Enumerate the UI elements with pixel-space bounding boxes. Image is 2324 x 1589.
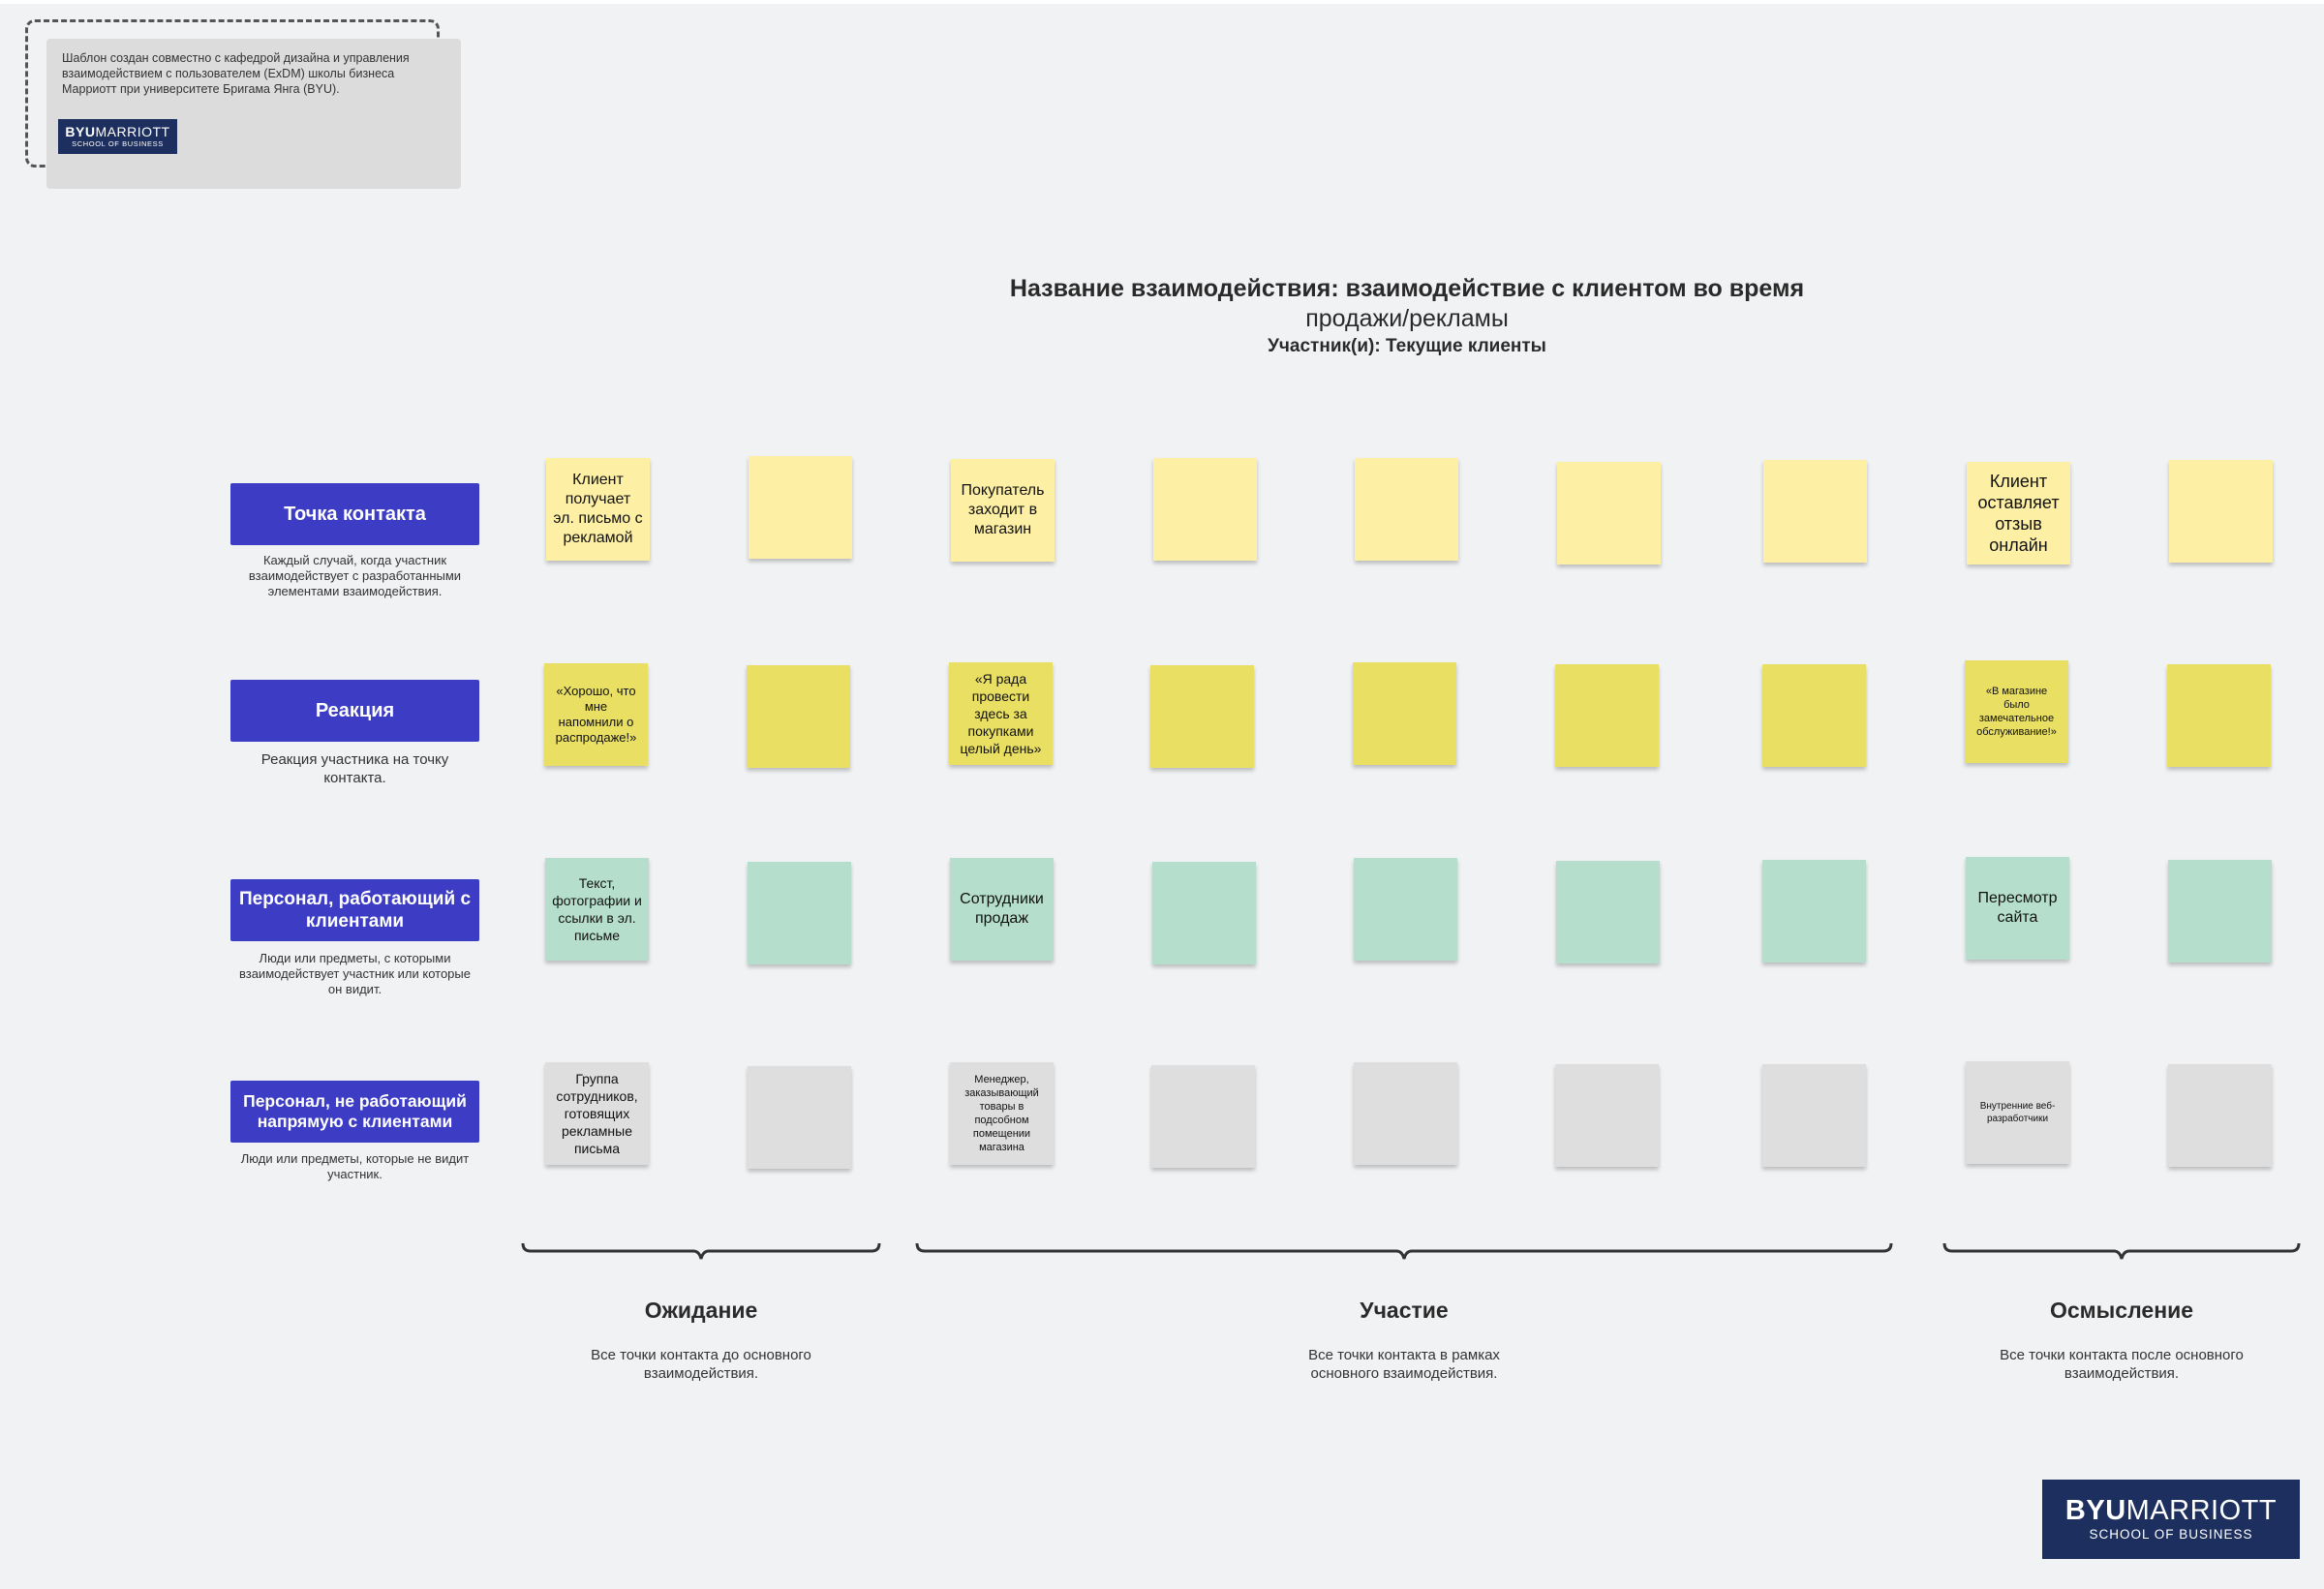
journey-title[interactable]: Название взаимодействия: взаимодействие … xyxy=(678,273,2136,360)
title-line-2: продажи/рекламы xyxy=(1305,305,1509,332)
sticky-note[interactable]: Сотрудники продаж xyxy=(950,858,1054,961)
row-label-backstage[interactable]: Персонал, не работающий напрямую с клиен… xyxy=(230,1081,479,1143)
sticky-note[interactable]: Пересмотр сайта xyxy=(1966,857,2069,960)
sticky-note[interactable] xyxy=(1354,858,1457,961)
phase-desc-engagement: Все точки контакта в рамках основного вз… xyxy=(1308,1347,1500,1382)
row-desc-touchpoint: Каждый случай, когда участник взаимодейс… xyxy=(248,553,462,598)
byu-marriott-logo: BYUMARRIOTT SCHOOL OF BUSINESS xyxy=(2042,1480,2300,1559)
sticky-note[interactable] xyxy=(1762,1064,1866,1167)
template-info-text: Шаблон создан совместно с кафедрой дизай… xyxy=(62,51,410,96)
sticky-note[interactable] xyxy=(2168,1064,2272,1167)
sticky-note[interactable] xyxy=(1556,861,1660,963)
row-desc-backstage: Люди или предметы, которые не видит учас… xyxy=(240,1151,470,1181)
phase-title-anticipation: Ожидание xyxy=(644,1298,758,1323)
byu-marriott-logo-small: BYUMARRIOTT SCHOOL OF BUSINESS xyxy=(58,119,177,154)
sticky-note[interactable] xyxy=(1557,462,1661,565)
sticky-note[interactable]: Покупатель заходит в магазин xyxy=(951,459,1055,562)
sticky-note[interactable]: «В магазине было замечательное обслужива… xyxy=(1965,660,2068,763)
sticky-note[interactable] xyxy=(1353,662,1456,765)
sticky-note[interactable] xyxy=(1152,862,1256,964)
sticky-note[interactable] xyxy=(747,665,850,768)
sticky-note[interactable] xyxy=(2168,860,2272,963)
logo-subtitle: SCHOOL OF BUSINESS xyxy=(2089,1527,2253,1542)
phase-title-reflection: Осмысление xyxy=(2049,1298,2194,1323)
sticky-note[interactable]: «Хорошо, что мне напомнили о распродаже!… xyxy=(544,663,648,766)
sticky-note[interactable] xyxy=(1763,460,1867,563)
sticky-note[interactable] xyxy=(1762,664,1866,767)
sticky-note[interactable] xyxy=(1762,860,1866,963)
sticky-note[interactable] xyxy=(2169,460,2273,563)
sticky-note[interactable]: Внутренние веб-разработчики xyxy=(1966,1061,2069,1164)
row-label-reaction[interactable]: Реакция xyxy=(230,680,479,742)
title-line-1: Название взаимодействия: взаимодействие … xyxy=(1009,275,1805,302)
phase-desc-anticipation: Все точки контакта до основного взаимоде… xyxy=(591,1347,811,1382)
logo-subtitle: SCHOOL OF BUSINESS xyxy=(72,139,164,148)
sticky-note[interactable] xyxy=(748,1066,851,1169)
sticky-note[interactable]: Текст, фотографии и ссылки в эл. письме xyxy=(545,858,649,961)
sticky-note[interactable]: Клиент получает эл. письмо с рекламой xyxy=(546,458,650,561)
participants-line: Участник(и): Текущие клиенты xyxy=(1268,336,1546,356)
phase-title-engagement: Участие xyxy=(1360,1298,1449,1323)
sticky-note[interactable] xyxy=(1555,1064,1659,1167)
phase-desc-reflection: Все точки контакта после основного взаим… xyxy=(2000,1347,2244,1382)
sticky-note[interactable]: Менеджер, заказывающий товары в подсобно… xyxy=(950,1062,1054,1165)
sticky-note[interactable] xyxy=(2167,664,2271,767)
sticky-note[interactable] xyxy=(1555,664,1659,767)
canvas-top-strip xyxy=(0,0,2324,4)
sticky-note[interactable] xyxy=(748,862,851,964)
sticky-note[interactable]: Клиент оставляет отзыв онлайн xyxy=(1967,462,2070,565)
logo-wordmark: BYUMARRIOTT xyxy=(2064,1495,2278,1526)
sticky-note[interactable] xyxy=(1151,1065,1255,1168)
sticky-note[interactable] xyxy=(1355,458,1458,561)
sticky-note[interactable] xyxy=(1150,665,1254,768)
sticky-note[interactable] xyxy=(1354,1062,1457,1165)
phase-brace-engagement xyxy=(915,1242,1893,1260)
phase-brace-anticipation xyxy=(521,1242,881,1260)
row-desc-reaction: Реакция участника на точку контакта. xyxy=(260,751,449,786)
row-label-frontstage[interactable]: Персонал, работающий с клиентами xyxy=(230,879,479,941)
logo-wordmark: BYUMARRIOTT xyxy=(65,124,170,139)
phase-brace-reflection xyxy=(1942,1242,2301,1260)
row-label-touchpoint[interactable]: Точка контакта xyxy=(230,483,479,545)
sticky-note[interactable] xyxy=(1153,458,1257,561)
sticky-note[interactable]: Группа сотрудников, готовящих рекламные … xyxy=(545,1062,649,1165)
row-desc-frontstage: Люди или предметы, с которыми взаимодейс… xyxy=(238,951,471,996)
template-info-card[interactable]: Шаблон создан совместно с кафедрой дизай… xyxy=(46,39,461,189)
sticky-note[interactable]: «Я рада провести здесь за покупками целы… xyxy=(949,662,1053,765)
sticky-note[interactable] xyxy=(749,456,852,559)
